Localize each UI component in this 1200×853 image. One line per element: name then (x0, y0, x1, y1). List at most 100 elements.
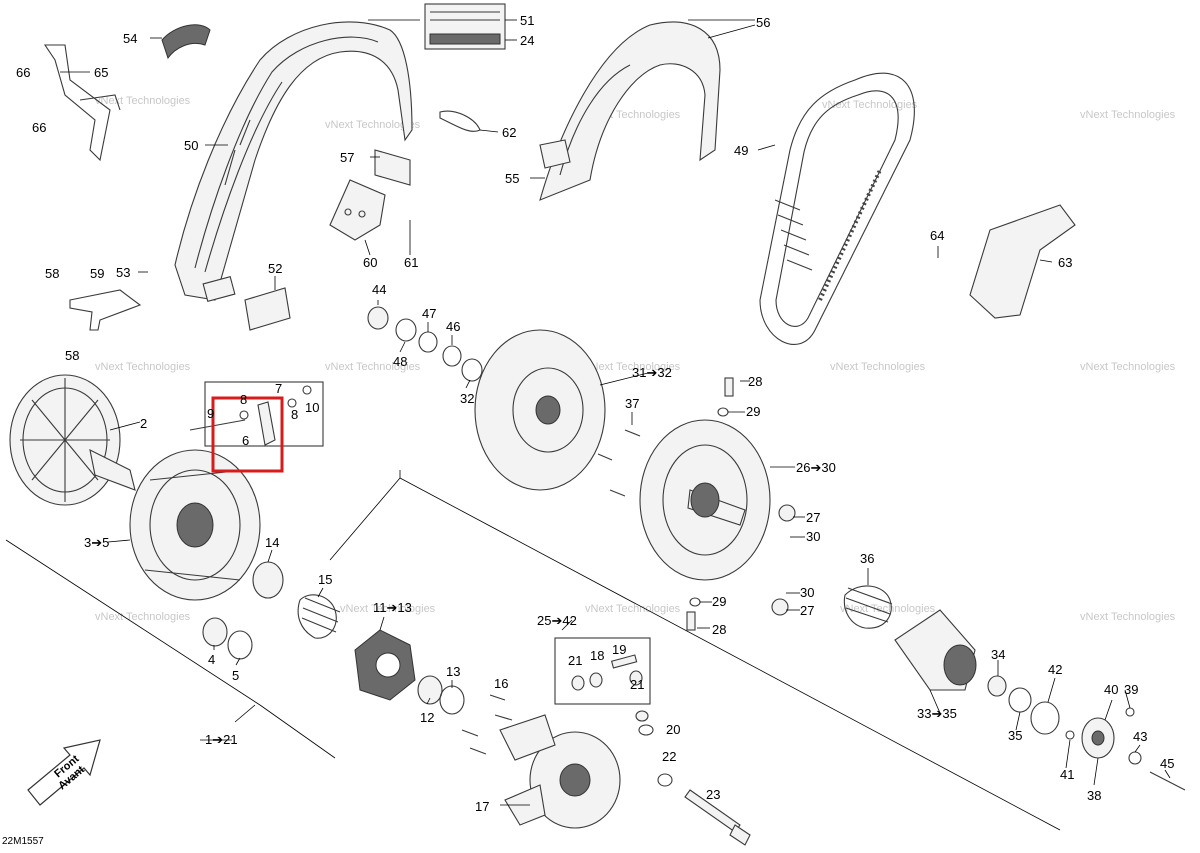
label-39: 39 (1124, 682, 1138, 697)
label-11-13: 11➔13 (373, 600, 412, 615)
label-22: 22 (662, 749, 676, 764)
label-25-42: 25➔42 (537, 613, 577, 628)
svg-text:vNext Technologies: vNext Technologies (95, 361, 191, 373)
label-35: 35 (1008, 728, 1022, 743)
label-36: 36 (860, 551, 874, 566)
spring-36 (843, 585, 893, 629)
label-40: 40 (1104, 682, 1118, 697)
label-21a: 21 (568, 653, 582, 668)
cam-33 (894, 609, 977, 691)
label-51: 51 (520, 13, 534, 28)
label-29a: 29 (746, 404, 760, 419)
diagram-code: 22M1557 (2, 836, 44, 847)
label-57: 57 (340, 150, 354, 165)
label-13: 13 (446, 664, 460, 679)
label-23: 23 (706, 787, 720, 802)
label-14: 14 (265, 535, 279, 550)
label-32: 32 (460, 391, 474, 406)
label-30b: 30 (800, 585, 814, 600)
label-15: 15 (318, 572, 332, 587)
driven-movable-sheave-26 (639, 419, 771, 581)
pin-62 (439, 110, 481, 132)
label-44: 44 (372, 282, 386, 297)
label-54: 54 (123, 31, 137, 46)
label-63: 63 (1058, 255, 1072, 270)
label-47: 47 (422, 306, 436, 321)
label-64: 64 (930, 228, 944, 243)
drive-belt (759, 72, 915, 345)
label-58b: 58 (65, 348, 79, 363)
label-60: 60 (363, 255, 377, 270)
svg-text:vNext Technologies: vNext Technologies (95, 95, 191, 107)
label-61: 61 (404, 255, 418, 270)
label-34: 34 (991, 647, 1005, 662)
svg-text:vNext Technologies: vNext Technologies (830, 361, 926, 373)
svg-text:vNext Technologies: vNext Technologies (1080, 361, 1176, 373)
label-28a: 28 (748, 374, 762, 389)
label-7: 7 (275, 381, 282, 396)
label-16: 16 (494, 676, 508, 691)
inset-6-10 (189, 381, 324, 447)
label-12: 12 (420, 710, 434, 725)
label-9: 9 (207, 406, 214, 421)
driven-sheave-31 (474, 329, 606, 491)
svg-text:vNext Technologies: vNext Technologies (840, 603, 936, 615)
label-24: 24 (520, 33, 534, 48)
svg-text:vNext Technologies: vNext Technologies (585, 361, 681, 373)
label-8b: 8 (291, 407, 298, 422)
svg-text:vNext Technologies: vNext Technologies (822, 99, 918, 111)
leader-lines (60, 19, 1171, 806)
drive-sheave-2 (9, 374, 136, 506)
label-46: 46 (446, 319, 460, 334)
label-27b: 27 (800, 603, 814, 618)
svg-text:vNext Technologies: vNext Technologies (585, 603, 681, 615)
warning-labels-51-24 (424, 3, 506, 50)
front-arrow-icon: Front Avant (27, 739, 101, 806)
hub-17 (499, 714, 621, 829)
label-45: 45 (1160, 756, 1174, 771)
label-50: 50 (184, 138, 198, 153)
label-4: 4 (208, 652, 215, 667)
label-18: 18 (590, 648, 604, 663)
small-parts-27-37 (597, 377, 796, 631)
label-29b: 29 (712, 594, 726, 609)
label-41: 41 (1060, 767, 1074, 782)
label-53: 53 (116, 265, 130, 280)
label-31-32: 31➔32 (632, 365, 672, 380)
label-33-35: 33➔35 (917, 706, 957, 721)
label-27a: 27 (806, 510, 820, 525)
highlight-box (211, 396, 284, 473)
rear-guard (539, 21, 721, 201)
bracket-65 (43, 44, 121, 162)
label-42: 42 (1048, 662, 1062, 677)
movable-sheave-3 (129, 449, 261, 601)
label-55: 55 (505, 171, 519, 186)
label-66b: 66 (32, 120, 46, 135)
label-21b: 21 (630, 677, 644, 692)
label-19: 19 (612, 642, 626, 657)
spider-11 (354, 629, 416, 701)
label-38: 38 (1087, 788, 1101, 803)
part-labels: 1➔21 2 3➔5 4 5 6 7 8 8 9 10 11➔13 12 13 … (16, 13, 1174, 814)
label-66a: 66 (16, 65, 30, 80)
svg-text:vNext Technologies: vNext Technologies (95, 611, 191, 623)
label-43: 43 (1133, 729, 1147, 744)
plate-52 (244, 287, 291, 331)
svg-text:vNext Technologies: vNext Technologies (1080, 109, 1176, 121)
svg-text:vNext Technologies: vNext Technologies (325, 361, 421, 373)
svg-text:vNext Technologies: vNext Technologies (1080, 611, 1176, 623)
label-48: 48 (393, 354, 407, 369)
hinge-57 (374, 149, 411, 186)
label-6: 6 (242, 433, 249, 448)
label-26-30: 26➔30 (796, 460, 836, 475)
svg-text:vNext Technologies: vNext Technologies (340, 603, 436, 615)
label-59: 59 (90, 266, 104, 281)
watermarks: vNext Technologies vNext Technologies vN… (95, 95, 1176, 623)
label-52: 52 (268, 261, 282, 276)
label-58a: 58 (45, 266, 59, 281)
belt-guard (174, 21, 413, 302)
label-49: 49 (734, 143, 748, 158)
bolt-23 (657, 773, 751, 846)
